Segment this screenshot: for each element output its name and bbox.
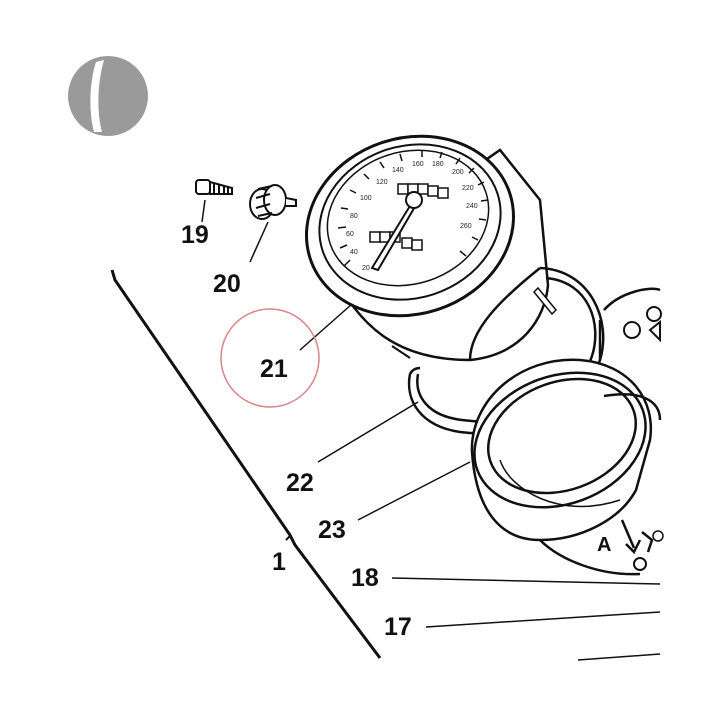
gauge-scale-20: 20 xyxy=(362,265,370,272)
gauge-scale-240: 240 xyxy=(466,203,478,210)
callout-20: 20 xyxy=(213,270,241,298)
gauge-scale-140: 140 xyxy=(392,167,404,174)
callout-detail-a: A xyxy=(597,534,611,556)
gauge-scale-120: 120 xyxy=(376,179,388,186)
leader-17 xyxy=(425,611,661,628)
frame-line xyxy=(110,269,382,659)
gauge-scale-220: 220 xyxy=(462,185,474,192)
gauge-scale-80: 80 xyxy=(350,213,358,220)
gauge-scale-160: 160 xyxy=(412,161,424,168)
gauge-scale-200: 200 xyxy=(452,169,464,176)
leader-23 xyxy=(357,461,471,521)
callout-18: 18 xyxy=(351,564,379,592)
callout-17: 17 xyxy=(384,613,412,641)
leader-19 xyxy=(201,199,206,223)
rubber-cup-23 xyxy=(470,358,653,576)
brand-logo-icon xyxy=(68,56,148,136)
callout-23: 23 xyxy=(318,516,346,544)
highlight-circle-21 xyxy=(220,308,320,408)
housing-edge xyxy=(577,653,661,661)
leader-22 xyxy=(317,401,419,463)
callout-22: 22 xyxy=(286,469,314,497)
leader-21 xyxy=(299,303,353,351)
gauge-scale-60: 60 xyxy=(346,231,354,238)
callout-19: 19 xyxy=(181,221,209,249)
leader-18 xyxy=(391,577,661,585)
leader-20 xyxy=(249,221,269,263)
nut-20 xyxy=(249,184,297,220)
speedometer-gauge-21: 20 40 60 80 100 120 140 160 180 200 220 … xyxy=(305,134,558,362)
screw-19 xyxy=(195,179,233,195)
gauge-scale-40: 40 xyxy=(350,249,358,256)
gauge-scale-100: 100 xyxy=(360,195,372,202)
callout-1: 1 xyxy=(272,548,286,576)
instrument-housing xyxy=(598,287,664,571)
detail-a-arrow xyxy=(620,519,654,555)
gauge-scale-260: 260 xyxy=(460,223,472,230)
callout-21: 21 xyxy=(260,355,288,383)
gauge-scale-180: 180 xyxy=(432,161,444,168)
